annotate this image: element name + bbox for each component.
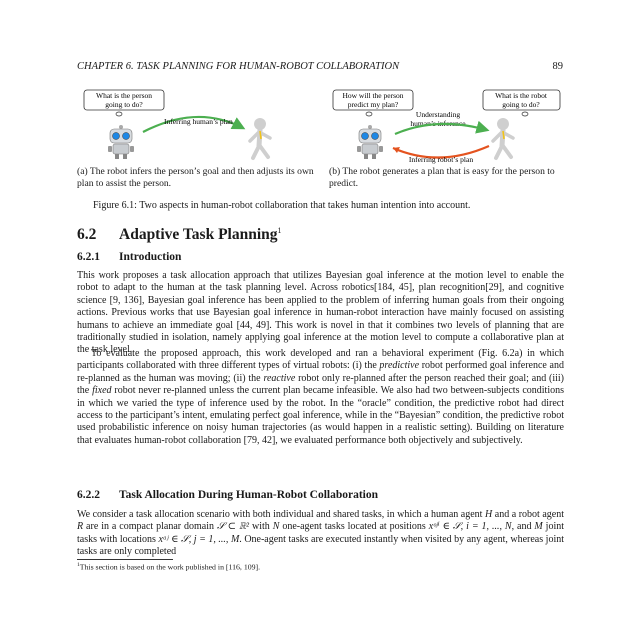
top-label-line1: Understanding — [416, 110, 460, 119]
running-head: CHAPTER 6. TASK PLANNING FOR HUMAN-ROBOT… — [77, 61, 563, 75]
person-icon — [248, 118, 272, 160]
arrow-label-a: Inferring human’s plan — [164, 117, 233, 126]
math-domain: 𝒮 ⊂ ℝ² — [216, 521, 250, 533]
para2-emph-fixed: fixed — [92, 385, 112, 397]
para3-text: and a robot agent — [492, 509, 565, 520]
math-positions: xᵒʲⁱ ∈ 𝒮, i = 1, ..., N — [428, 521, 512, 533]
bubble-b1-line1: How will the person — [342, 91, 403, 100]
para2-text: robot performed goal inference and re-pl… — [77, 360, 564, 384]
math-H: H — [485, 509, 493, 520]
bubble-a-line2: going to do? — [105, 100, 143, 109]
figure-caption: Figure 6.1: Two aspects in human-robot c… — [93, 200, 471, 211]
section-number: 6.2 — [77, 226, 97, 244]
paragraph-1: This work proposes a task allocation app… — [77, 270, 564, 356]
subsection-number: 6.2.1 — [77, 251, 100, 263]
footnote-rule — [77, 559, 173, 560]
math-joint-locations: xᵃʲ ∈ 𝒮, j = 1, ..., M — [158, 533, 240, 545]
running-head-chapter: CHAPTER 6. TASK PLANNING FOR HUMAN-ROBOT… — [77, 61, 400, 72]
paragraph-2: To evaluate the proposed approach, this … — [77, 348, 564, 447]
para3-text: one-agent tasks located at positions — [279, 521, 429, 533]
footnote-text: This section is based on the work publis… — [79, 562, 261, 572]
para3-text: , and — [511, 521, 535, 533]
subsection-heading-task-allocation: 6.2.2 Task Allocation During Human-Robot … — [77, 489, 378, 501]
person-icon-b — [491, 118, 515, 160]
panel-a: What is the person going to do? Infe — [83, 89, 272, 160]
subsection-number: 6.2.2 — [77, 489, 100, 501]
para2-emph-reactive: reactive — [263, 372, 296, 384]
robot-icon — [108, 125, 134, 159]
para3-text: with — [249, 521, 273, 533]
paragraph-3: We consider a task allocation scenario w… — [77, 509, 564, 559]
para2-text: robot never re-planned unless the curren… — [77, 385, 564, 446]
thought-bubble-a: What is the person going to do? — [83, 89, 165, 117]
subsection-title: Introduction — [119, 251, 182, 263]
math-M: M — [534, 521, 543, 533]
page-number: 89 — [552, 61, 564, 72]
section-title: Adaptive Task Planning — [119, 226, 278, 244]
footnote-mark: 1 — [77, 562, 80, 568]
section-heading: 6.2 Adaptive Task Planning1 — [77, 226, 282, 244]
bubble-b2-line2: going to do? — [502, 100, 540, 109]
thought-bubble-b-robot: How will the person predict my plan? — [332, 89, 414, 117]
thought-bubble-b-person: What is the robot going to do? — [482, 89, 561, 117]
subsection-heading-intro: 6.2.1 Introduction — [77, 251, 181, 263]
robot-icon-b — [357, 125, 383, 159]
panel-b: How will the person predict my plan? Wha… — [332, 89, 561, 164]
para3-text: . One-agent tasks are executed instantly… — [77, 533, 564, 558]
para3-text: We consider a task allocation scenario w… — [77, 509, 485, 520]
bubble-a-line1: What is the person — [96, 91, 152, 100]
para2-emph-predictive: predictive — [379, 360, 420, 372]
bubble-b1-line2: predict my plan? — [348, 100, 399, 109]
bubble-b2-line1: What is the robot — [495, 91, 548, 100]
para2-text: To evaluate the proposed approach, this … — [77, 348, 564, 372]
math-N: N — [272, 521, 280, 533]
para2-text: robot only re-planned after the person r… — [77, 372, 565, 397]
footnote: 1This section is based on the work publi… — [77, 562, 260, 572]
math-R: R — [77, 521, 84, 533]
figure-illustration: What is the person going to do? Infe — [83, 89, 561, 164]
para3-text: joint tasks with locations — [77, 521, 565, 545]
subsection-title: Task Allocation During Human-Robot Colla… — [119, 489, 379, 501]
bottom-label: Inferring robot’s plan — [409, 155, 473, 164]
subcaption-b: (b) The robot generates a plan that is e… — [329, 166, 555, 189]
subcaption-a: (a) The robot infers the person’s goal a… — [77, 166, 314, 189]
section-footnote-mark: 1 — [277, 226, 282, 235]
para3-text: are in a compact planar domain — [83, 521, 217, 533]
figure-6-1: What is the person going to do? Infe — [77, 86, 564, 226]
